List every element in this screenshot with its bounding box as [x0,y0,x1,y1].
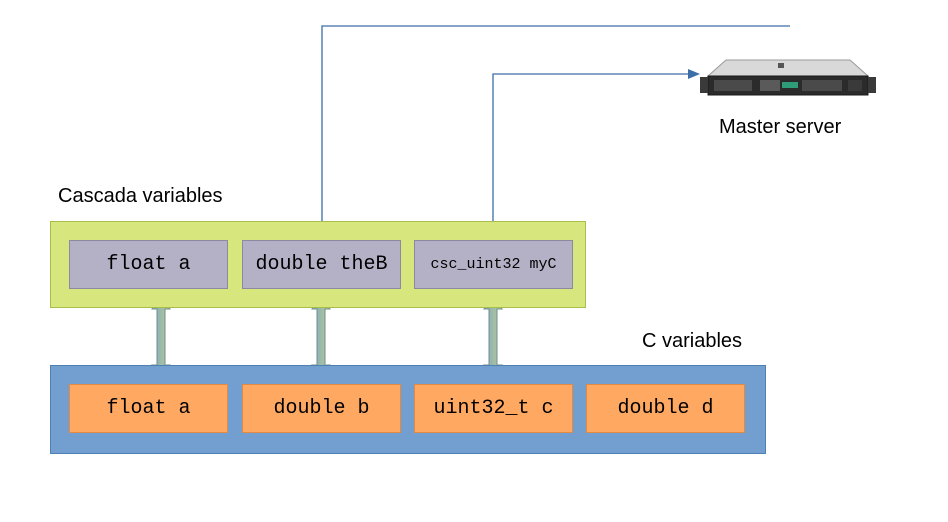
rack-server-icon [700,59,876,96]
cascada-var-csc-uint32-myc[interactable]: csc_uint32 myC [414,240,573,289]
outgoing-connector [492,69,700,240]
cascada-var-float-a[interactable]: float a [69,240,228,289]
c-variables-title: C variables [642,330,743,352]
master-server-label: Master server [719,116,842,138]
cascada-var-double-theb[interactable]: double theB [242,240,401,289]
c-var-double-b[interactable]: double b [242,384,401,433]
cascada-variables-title: Cascada variables [58,185,223,207]
c-var-double-d[interactable]: double d [586,384,745,433]
arrowhead-right-icon [688,69,700,79]
c-var-uint32-t-c[interactable]: uint32_t c [414,384,573,433]
c-var-float-a[interactable]: float a [69,384,228,433]
